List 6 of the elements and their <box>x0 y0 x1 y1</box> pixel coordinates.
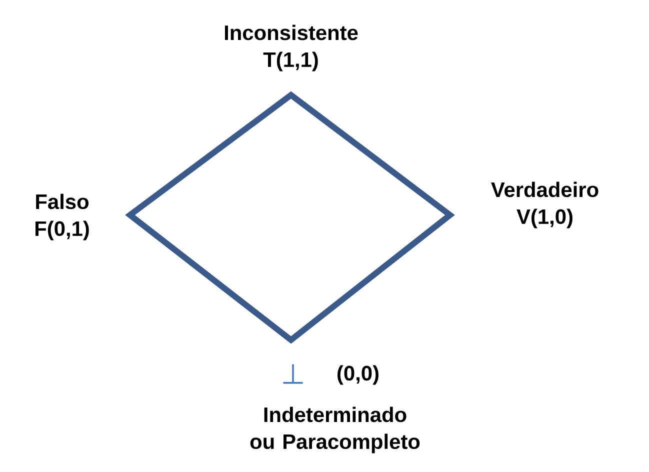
vertex-label: Inconsistente T(1,1) <box>224 24 358 72</box>
vertex-coordinate: (0,0) <box>338 365 378 385</box>
vertex-label: Verdadeiro V(1,0) <box>491 182 598 228</box>
bottom-symbol: ⊥ <box>283 364 303 384</box>
vertex-label: Indeterminado ou Paracompleto <box>250 406 420 454</box>
vertex-label: Falso F(0,1) <box>36 194 89 240</box>
